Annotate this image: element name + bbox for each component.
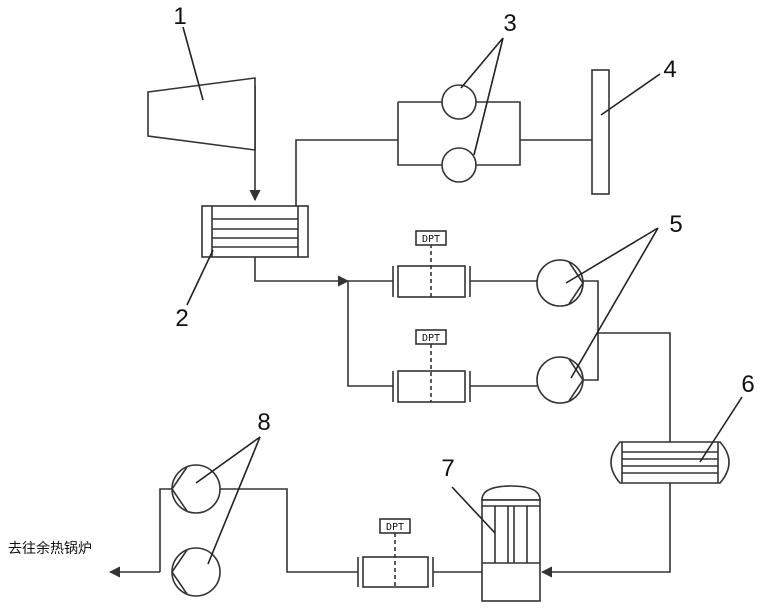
destination-label: 去往余热锅炉 <box>8 540 92 557</box>
pump-3-lower <box>442 148 476 182</box>
pump-8-upper <box>172 465 220 513</box>
dpt-label-outlet: DPT <box>386 522 404 533</box>
leader-5b <box>571 228 658 378</box>
leader-2 <box>187 250 213 305</box>
tank <box>148 78 255 150</box>
heater <box>611 442 729 483</box>
pump-5-upper <box>537 260 583 306</box>
leader-5a <box>566 228 658 283</box>
dpt-label-lower: DPT <box>422 333 440 344</box>
pipe-pumps5-to-heater <box>598 333 670 442</box>
label-8: 8 <box>257 409 270 436</box>
pipe-filter-branch-lower <box>348 281 393 386</box>
vessel <box>482 486 540 601</box>
pipe-cooler-to-filters <box>255 257 348 281</box>
label-5: 5 <box>669 211 682 238</box>
cooler <box>202 206 308 257</box>
pump-3-upper <box>442 85 476 119</box>
plate-4 <box>592 70 609 194</box>
label-7: 7 <box>441 455 454 482</box>
label-4: 4 <box>663 56 676 83</box>
pipe-pumps5-merge <box>583 281 598 380</box>
dpt-label-upper: DPT <box>422 234 440 245</box>
label-2: 2 <box>175 305 188 332</box>
label-6: 6 <box>741 371 754 398</box>
pump-5-lower <box>537 357 583 403</box>
label-1: 1 <box>173 3 186 30</box>
pipe-heater-to-vessel <box>542 483 670 572</box>
label-3: 3 <box>503 10 516 37</box>
pump-8-lower <box>172 548 220 596</box>
pipe-cooler-to-pumps3 <box>296 140 398 206</box>
leader-4 <box>601 74 660 115</box>
